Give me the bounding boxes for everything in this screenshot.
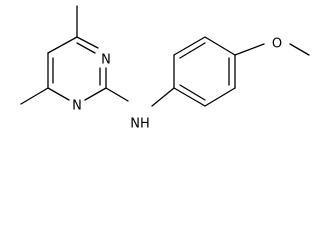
bond-ar-6-1-inner: [179, 84, 206, 101]
bond-c4prime-o: [234, 43, 265, 56]
bond-ar-5-6: [204, 87, 236, 107]
structure-drawing: N N NH O: [20, 5, 310, 132]
bond-n3-c2: [84, 87, 107, 101]
atom-label-n1: N: [101, 53, 111, 68]
bond-c4-n3: [47, 87, 70, 101]
bond-nh-c1prime: [151, 87, 175, 107]
bond-c6-c5: [47, 36, 78, 54]
bond-ar-2-3-inner: [179, 42, 206, 59]
phenyl-ring: [173, 36, 236, 107]
bond-o-methyl: [289, 43, 310, 56]
atom-label-o: O: [272, 37, 282, 52]
bond-n1-c6-inner: [76, 42, 96, 54]
bond-c2-nh: [105, 87, 129, 102]
atom-label-n3: N: [72, 99, 82, 114]
methyl-bond-bottom: [20, 87, 49, 105]
bond-n1-c6: [76, 36, 99, 49]
bond-ar-6-1: [173, 87, 206, 107]
pyrimidine-ring: [47, 36, 107, 101]
atom-label-nh: NH: [130, 117, 150, 132]
bond-ar-2-3: [173, 36, 206, 56]
bond-ar-3-4: [204, 36, 236, 56]
